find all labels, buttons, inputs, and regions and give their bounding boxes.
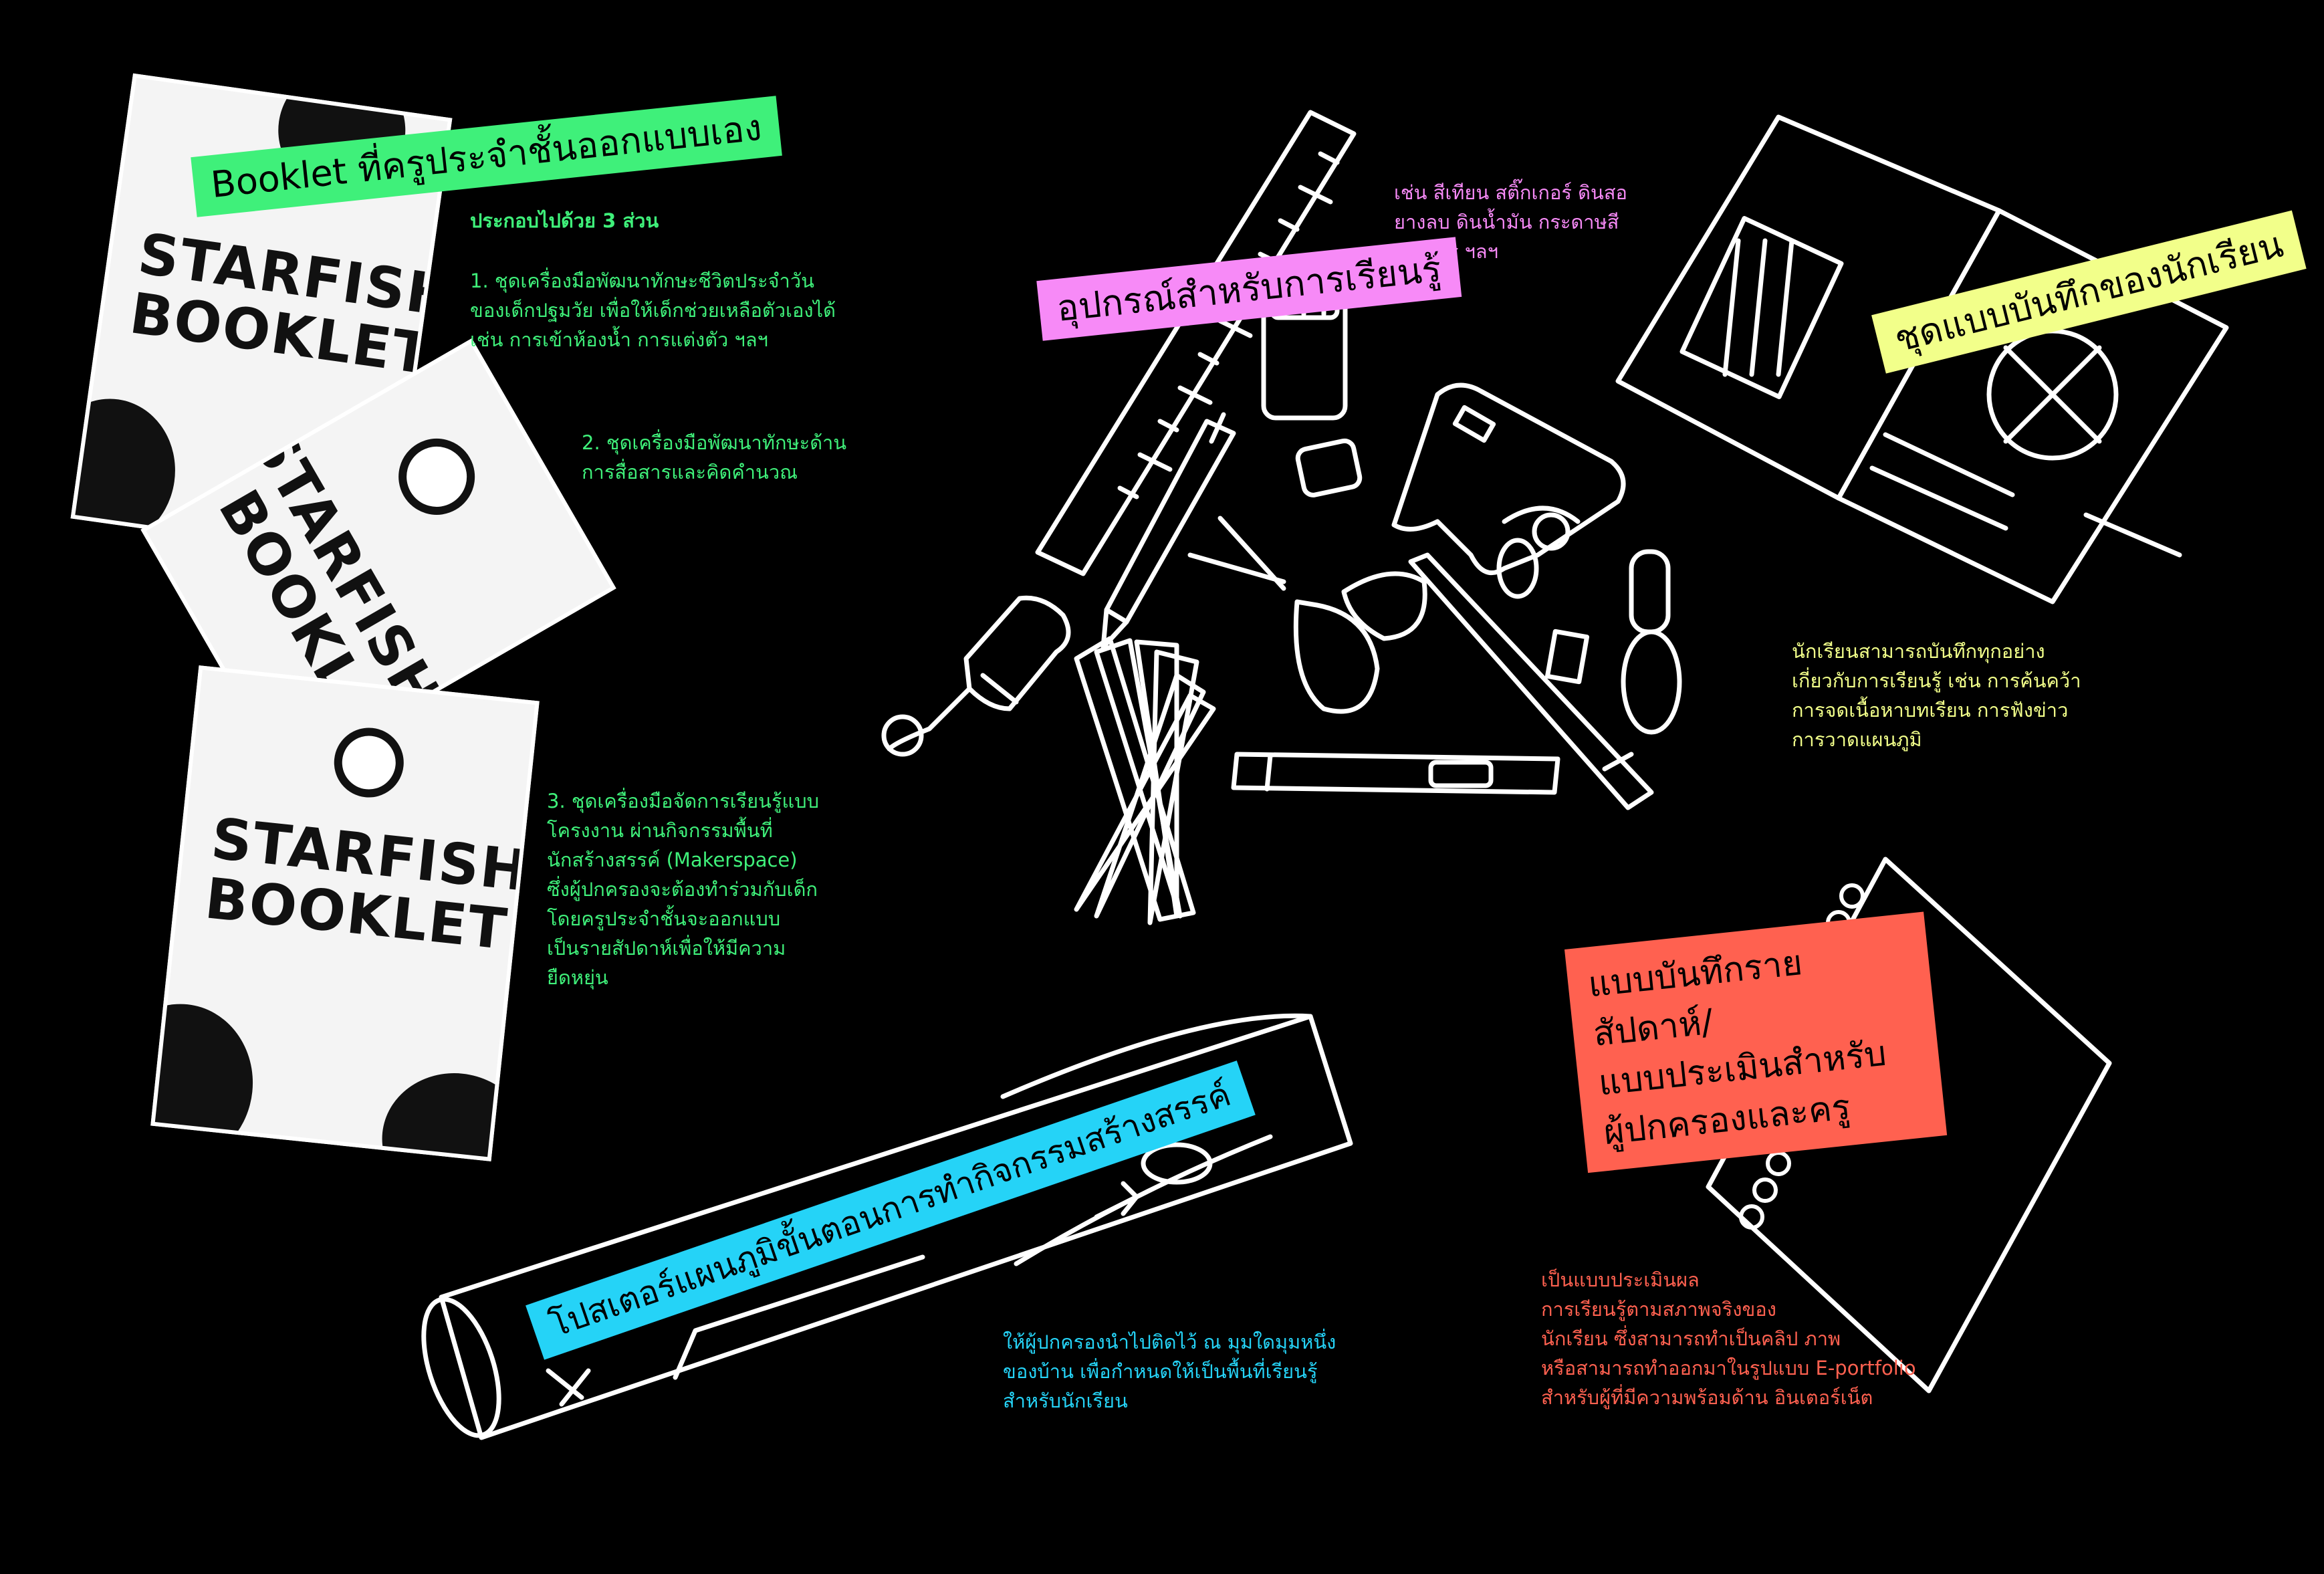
starfish-eye-illustration <box>384 425 489 529</box>
booklet-cover: STARFISH BOOKLET <box>150 665 540 1161</box>
tools-desc: เช่น สีเทียน สติ๊กเกอร์ ดินสอ ยางลบ ดินน… <box>1394 181 1627 263</box>
glue-gun-icon <box>1391 382 1626 599</box>
glue-bottle-icon <box>881 595 1071 757</box>
pencil-icon <box>1408 552 1654 810</box>
cutter-knife-icon <box>1231 752 1560 795</box>
crayons-icon <box>1074 636 1216 925</box>
open-notebook-icon <box>1615 114 2229 604</box>
assessment-desc: เป็นแบบประเมินผล การเรียนรู้ตามสภาพจริงข… <box>1541 1268 1916 1409</box>
booklet-part3: 3. ชุดเครื่องมือจัดการเรียนรู้แบบ โครงงา… <box>547 790 820 989</box>
assessment-label: แบบบันทึกรายสัปดาห์/ แบบประเมินสำหรับ ผู… <box>1564 911 1948 1173</box>
pen-icon <box>1100 412 1236 650</box>
sharpener-icon <box>1544 629 1590 685</box>
booklet-part1: 1. ชุดเครื่องมือพัฒนาทักษะชีวิตประจำวัน … <box>470 269 836 351</box>
scissors-icon <box>1187 516 1427 714</box>
poster-desc: ให้ผู้ปกครองนำไปติดไว้ ณ มุมใดมุมหนึ่ง ข… <box>1003 1331 1337 1412</box>
starfish-eye-illustration <box>330 724 407 801</box>
notebook-desc: นักเรียนสามารถบันทึกทุกอย่าง เกี่ยวกับกา… <box>1792 640 2081 751</box>
clip-icon <box>1621 549 1682 735</box>
booklet-part2: 2. ชุดเครื่องมือพัฒนาทักษะด้าน การสื่อสา… <box>582 431 847 483</box>
rolled-poster-icon <box>421 1013 1353 1440</box>
eraser-icon <box>1295 438 1363 497</box>
booklet-heading: ประกอบไปด้วย 3 ส่วน <box>470 209 659 232</box>
